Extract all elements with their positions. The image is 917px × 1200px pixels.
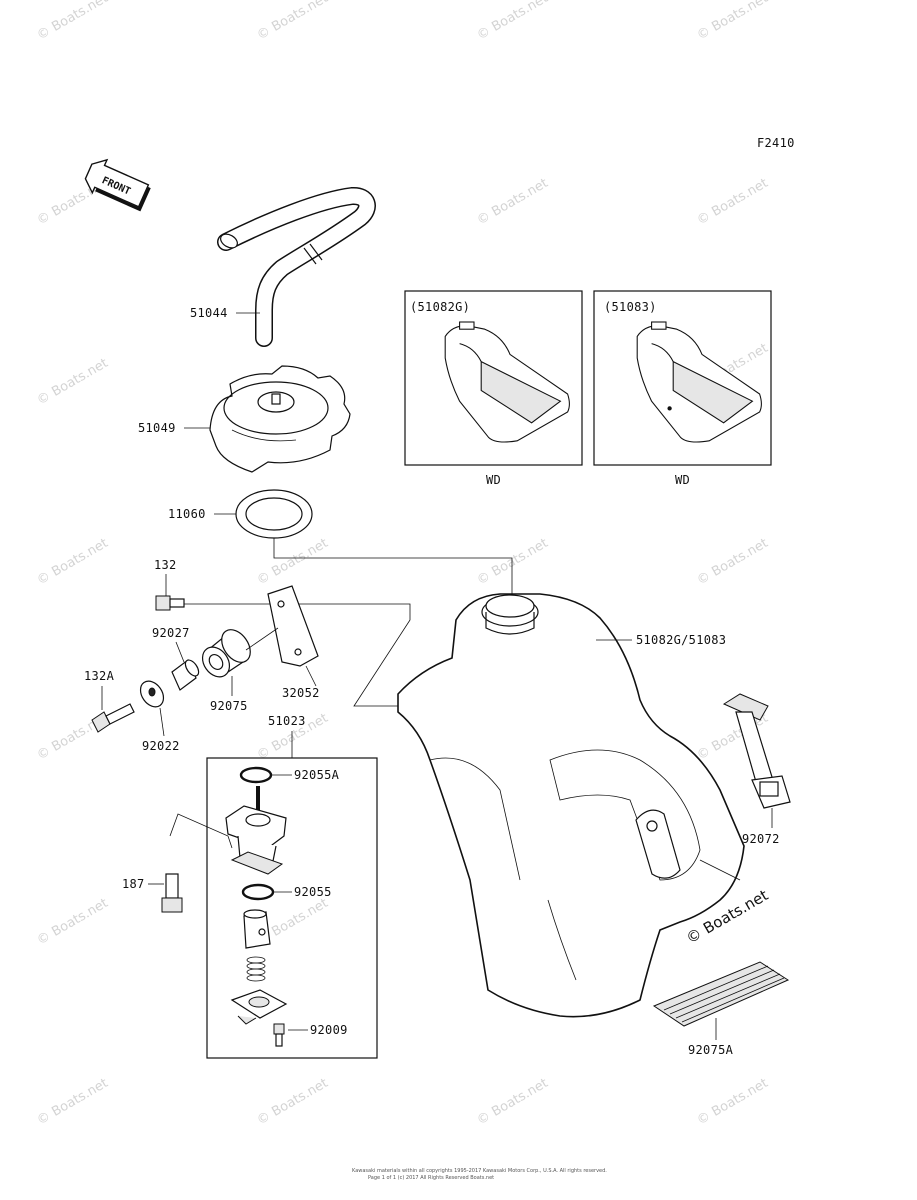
label-92009: 92009 (310, 1023, 348, 1037)
o-ring-92055 (241, 883, 275, 901)
label-92022: 92022 (142, 739, 180, 753)
front-arrow-icon: FRONT (84, 158, 151, 212)
washer-92022 (139, 680, 165, 708)
label-92055a: 92055A (294, 768, 340, 782)
label-132: 132 (154, 558, 177, 572)
inset-box-51083 (593, 290, 772, 466)
watermark: © Boats.net (475, 0, 551, 43)
mounting-bracket (267, 585, 319, 667)
spring (246, 956, 266, 982)
watermark: © Boats.net (35, 0, 111, 43)
fuel-tank (397, 593, 745, 1018)
footer-copyright: Kawasaki materials within all copyrights… (352, 1168, 607, 1174)
fuel-cap (209, 365, 351, 473)
bolt-187 (161, 873, 183, 913)
cap-gasket (235, 489, 313, 539)
o-ring-92055a (239, 766, 273, 784)
label-92075: 92075 (210, 699, 248, 713)
label-51049: 51049 (138, 421, 176, 435)
label-92072: 92072 (742, 832, 780, 846)
figure-id: F2410 (757, 136, 795, 150)
inset-code-51083: (51083) (604, 300, 657, 314)
watermark: © Boats.net (695, 536, 771, 589)
watermark: © Boats.net (35, 536, 111, 589)
label-51023: 51023 (268, 714, 306, 728)
watermark: © Boats.net (35, 896, 111, 949)
label-92055: 92055 (294, 885, 332, 899)
assembly-line (273, 538, 513, 594)
watermark: © Boats.net (255, 536, 331, 589)
watermark: © Boats.net (255, 1076, 331, 1129)
bolt-132a (91, 703, 135, 733)
watermark: © Boats.net (695, 0, 771, 43)
watermark: © Boats.net (475, 536, 551, 589)
inset-tank-51082g (444, 321, 570, 443)
label-132a: 132A (84, 669, 115, 683)
fuel-cock-lever (243, 909, 271, 949)
inset-box-51082g (404, 290, 583, 466)
label-187: 187 (122, 877, 145, 891)
rubber-pad (652, 961, 790, 1027)
inset-code-51082g: (51082G) (410, 300, 470, 314)
watermark: © Boats.net (695, 1076, 771, 1129)
watermark: © Boats.net (475, 1076, 551, 1129)
rubber-damper-92075 (201, 629, 251, 678)
label-92027: 92027 (152, 626, 190, 640)
label-51082g-51083: 51082G/51083 (636, 633, 726, 647)
inset-tank-51083 (636, 321, 762, 443)
watermark: © Boats.net (475, 176, 551, 229)
fuel-cock-body (225, 786, 287, 875)
inset-caption-51082g: WD (486, 473, 501, 487)
fuel-cock-cover-plate (230, 989, 288, 1025)
inset-caption-51083: WD (675, 473, 690, 487)
label-11060: 11060 (168, 507, 206, 521)
watermark: © Boats.net (255, 0, 331, 43)
fuel-cock-group-box (206, 757, 378, 1059)
watermark: © Boats.net (35, 1076, 111, 1129)
watermark: © Boats.net (695, 176, 771, 229)
watermark-layer: © Boats.net © Boats.net © Boats.net © Bo… (35, 0, 771, 1128)
screw-92009 (273, 1023, 285, 1047)
tank-strap (722, 693, 791, 809)
breather-hose (217, 187, 376, 347)
collar-92027 (171, 659, 200, 691)
watermark: © Boats.net (35, 356, 111, 409)
label-92075a: 92075A (688, 1043, 734, 1057)
label-32052: 32052 (282, 686, 320, 700)
bolt-132 (155, 595, 185, 611)
label-51044: 51044 (190, 306, 228, 320)
footer-copyright-2: Page 1 of 1 (c) 2017 All Rights Reserved… (368, 1175, 494, 1181)
